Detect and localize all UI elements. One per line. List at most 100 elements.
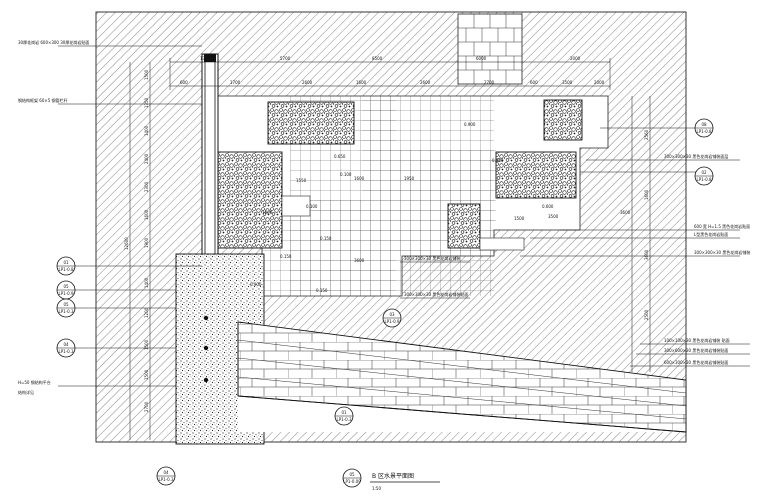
dim-left-10: 1500 <box>144 339 149 350</box>
elevation-5: 0.100 <box>306 204 318 209</box>
drawing-scale: 1:50 <box>372 486 381 491</box>
callout-number: 04 <box>63 342 69 347</box>
elevation-8: 0.150 <box>316 288 328 293</box>
note-right-4: 300×300×30 黑色花岗岩铺装 <box>694 249 750 255</box>
note-right-3: L型黑色花岗岩贴面 <box>694 231 728 237</box>
callout-number: 01 <box>341 410 347 415</box>
inner-dim-8: 1600 <box>262 210 273 215</box>
dim-left-12: 2700 <box>144 401 149 412</box>
inner-dim-3: 1600 <box>354 176 365 181</box>
callout-number: 05 <box>63 284 69 289</box>
note-left-4: 结构详见 <box>18 389 34 395</box>
dim-right-4: 2500 <box>644 309 649 320</box>
elevation-1: 0.900 <box>464 122 476 127</box>
leader-lines <box>58 45 750 387</box>
elevation-2: 0.650 <box>334 154 346 159</box>
inner-dim-7: 3500 <box>548 214 559 219</box>
planter-bed-5 <box>447 203 481 249</box>
dim-top-row2-8: 3500 <box>562 80 573 85</box>
dim-left-total: 12600 <box>124 237 129 250</box>
slab-bolts <box>203 315 209 383</box>
dim-top-row2-4: 1600 <box>356 80 367 85</box>
drawing-title: B 区水景平面图 <box>372 472 414 480</box>
callout-sheet: LP1-0.8 <box>59 267 74 272</box>
note-center-2: 300×300×30 黑色花岗岩铺装贴面 <box>404 291 468 297</box>
callout-number: 02 <box>701 170 707 175</box>
dim-top-row2-9: 2000 <box>594 80 605 85</box>
callout-sheet: LP1-0.3 <box>337 417 352 422</box>
callout-sheet: LP1-0.8 <box>697 177 712 182</box>
dim-top-row1-2: 5700 <box>280 56 291 61</box>
planter-bed-1 <box>267 101 355 145</box>
callout-sheet: LP1-0.9 <box>385 319 400 324</box>
inner-dim-6: 3600 <box>620 210 631 215</box>
dim-top-row2-2: 1700 <box>230 80 241 85</box>
callout-sheet: LP1-0.8 <box>697 129 712 134</box>
callout-sheet: LP1-0.3 <box>59 349 74 354</box>
dim-right-2: 1600 <box>644 189 649 200</box>
step-block-1 <box>281 195 311 217</box>
elevation-9: 0.100 <box>340 172 352 177</box>
dim-left-7: 1900 <box>144 237 149 248</box>
dim-left-11: 1500 <box>144 369 149 380</box>
callout-number: 08 <box>701 122 707 127</box>
note-left-1: 30厚花岗岩 600×300 30厚花岗岩贴面 <box>18 39 89 45</box>
dim-left-4: 2400 <box>144 153 149 164</box>
callout-number: 05 <box>63 302 69 307</box>
callout-sheet: LP1-0.3 <box>159 477 174 482</box>
elevation-4: 0.600 <box>492 158 504 163</box>
stone-path-courses <box>237 339 687 420</box>
elevation-3: 0.150 <box>320 236 332 241</box>
dim-left-6: 1600 <box>144 209 149 220</box>
planter-bed-2 <box>543 99 583 141</box>
inner-dim-1: 1550 <box>296 178 307 183</box>
elevation-6: 0.600 <box>542 204 554 209</box>
dim-left-1: 1500 <box>144 69 149 80</box>
callout-number: 03 <box>389 312 395 317</box>
note-right-5: 100×100×30 黑色花岗岩铺装 贴面 <box>664 337 730 343</box>
callout-number: 04 <box>163 470 169 475</box>
dim-top-row2-6: 2700 <box>484 80 495 85</box>
dim-left-9: 1200 <box>144 307 149 318</box>
elevation-10: 0.900 <box>250 282 262 287</box>
planter-bed-4 <box>495 151 577 199</box>
dim-top-row2-5: 2600 <box>420 80 431 85</box>
dim-top-row2-3: 2600 <box>302 80 313 85</box>
note-right-7: 600×300×30 黑色花岗岩铺装贴面 <box>664 359 728 365</box>
dim-right-3: 3600 <box>644 249 649 260</box>
callout-sheet: LP1-0.9 <box>59 291 74 296</box>
dim-top-row1-1: 1700 <box>200 56 211 61</box>
dim-right-1: 2560 <box>644 129 649 140</box>
planter-bed-3 <box>213 151 283 249</box>
note-right-1: 300×300×30 黑色花岗岩铺装面层 <box>664 153 728 159</box>
column-cap-top <box>204 54 216 62</box>
inner-dim-4: 3600 <box>354 258 365 263</box>
callout-sheet: LP1-0.3 <box>59 309 74 314</box>
dim-left-3: 1400 <box>144 125 149 136</box>
note-left-3: H=50 钢结构平台 <box>18 379 51 385</box>
elevation-7: 0.150 <box>280 254 292 259</box>
step-block-2 <box>479 237 525 251</box>
callout-sheet: LP1-0.09 <box>343 479 361 484</box>
note-right-2: 600 宽 H=1.5 黑色花岗岩贴面 <box>694 223 750 229</box>
callout-number: 01 <box>63 260 69 265</box>
dim-top-row1-4: 6000 <box>476 56 487 61</box>
steel-frame-column <box>201 53 219 279</box>
inner-dim-2: 1950 <box>404 176 415 181</box>
callout-number: 05 <box>349 472 355 477</box>
dimension-lines <box>129 58 651 440</box>
dim-top-row1-5: 2000 <box>570 56 581 61</box>
inner-dim-5: 1500 <box>514 216 525 221</box>
dim-left-2: 1350 <box>144 97 149 108</box>
